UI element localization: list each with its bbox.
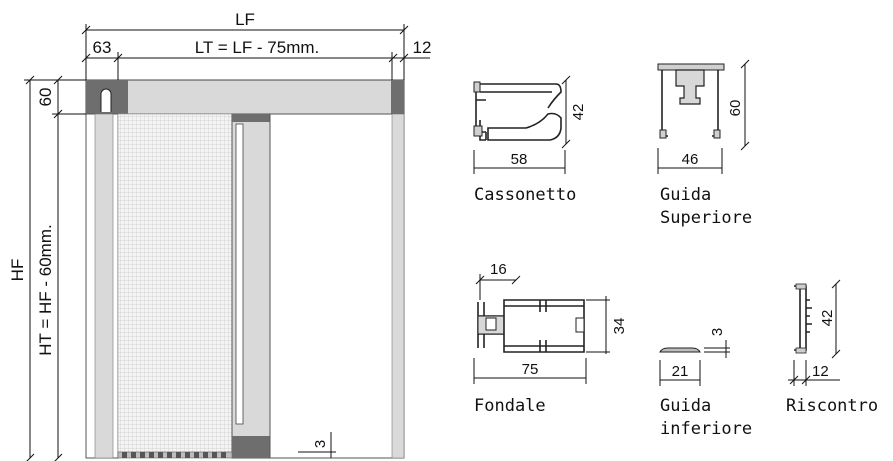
brush-tooth	[194, 452, 199, 458]
lt-label: LT = LF - 75mm.	[195, 38, 320, 57]
hf-label: HF	[8, 259, 27, 282]
brush-tooth	[176, 452, 181, 458]
fondale-caption: Fondale	[474, 396, 546, 416]
brush-tooth	[212, 452, 217, 458]
guida-superiore-caption-1: Guida	[660, 185, 711, 205]
fondale-top: 16	[490, 261, 507, 278]
guida-inferiore-height: 3	[709, 328, 726, 336]
bottom-track	[117, 451, 233, 459]
left-guide-inner	[94, 113, 114, 459]
brush-tooth	[167, 452, 172, 458]
brush-tooth	[149, 452, 154, 458]
cassonetto-width: 58	[511, 151, 528, 168]
slider-handle	[235, 123, 244, 425]
slider-bottom	[232, 436, 270, 458]
riscontro-height: 42	[819, 310, 836, 327]
width-63-label: 63	[93, 38, 112, 57]
handle-slot	[100, 88, 112, 112]
bottom-gap-dimension: 3	[298, 432, 336, 458]
lf-label: LF	[235, 10, 255, 29]
profile-fondale: 16 34 75 Fondale	[473, 261, 628, 416]
height-60-label: 60	[36, 88, 55, 107]
top-dimensions: LF 63 LT = LF - 75mm. 12	[81, 10, 432, 80]
top-right-cap	[391, 80, 404, 114]
riscontro-width: 12	[812, 363, 829, 380]
right-riscontro	[391, 113, 405, 459]
brush-tooth	[140, 452, 145, 458]
width-12-label: 12	[413, 38, 432, 57]
profile-cassonetto: 42 58 Cassonetto	[473, 75, 587, 205]
profile-guida-superiore: 60 46 Guida Superiore	[657, 59, 752, 228]
brush-tooth	[122, 452, 127, 458]
main-elevation	[85, 79, 405, 459]
guida-inferiore-caption-1: Guida	[660, 396, 711, 416]
brush-tooth	[203, 452, 208, 458]
cassonetto-caption: Cassonetto	[474, 185, 576, 205]
mesh-net	[117, 113, 233, 453]
gap-3-label: 3	[312, 440, 329, 448]
guida-superiore-height: 60	[727, 100, 744, 117]
bottom-brushes	[122, 452, 226, 458]
top-box	[85, 79, 405, 115]
left-dimensions: HF 60 HT = HF - 60mm.	[8, 75, 86, 461]
right-frame	[269, 113, 405, 459]
cassonetto-height: 42	[570, 104, 587, 121]
ht-label: HT = HF - 60mm.	[36, 224, 55, 355]
guida-inferiore-width: 21	[672, 363, 689, 380]
guida-superiore-caption-2: Superiore	[660, 208, 752, 228]
slider-top	[232, 114, 270, 122]
brush-tooth	[185, 452, 190, 458]
fondale-height: 34	[611, 318, 628, 335]
riscontro-caption: Riscontro	[786, 396, 878, 416]
guida-superiore-width: 46	[682, 151, 699, 168]
profile-guida-inferiore: 3 21 Guida inferiore	[659, 328, 752, 439]
brush-tooth	[221, 452, 226, 458]
profile-riscontro: 42 12 Riscontro	[786, 279, 878, 416]
fondale-width: 75	[522, 361, 539, 378]
guida-inferiore-caption-2: inferiore	[660, 419, 752, 439]
brush-tooth	[131, 452, 136, 458]
brush-tooth	[158, 452, 163, 458]
